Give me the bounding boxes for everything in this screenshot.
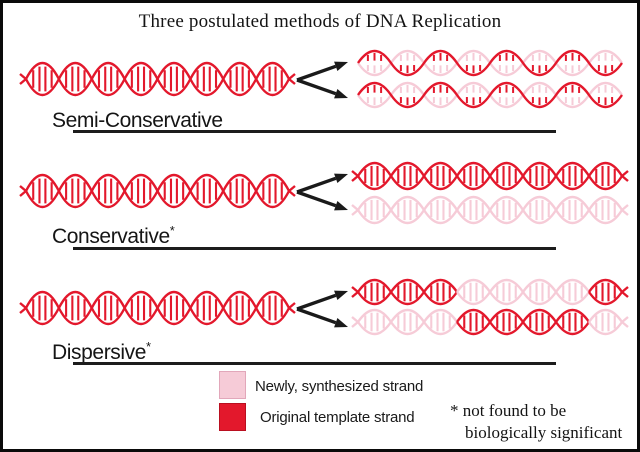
footnote-line1: not found to be [462, 401, 567, 420]
method-underline [73, 362, 556, 365]
footnote-line2: biologically significant [465, 423, 623, 443]
daughter-dna-helix-1 [357, 49, 623, 77]
daughter-dna-helix-2 [357, 81, 623, 109]
daughter-dna-helix-2 [351, 308, 629, 336]
parent-dna-helix [19, 173, 296, 209]
method-label: Semi-Conservative [52, 103, 223, 133]
replication-fork-arrows [296, 61, 348, 99]
method-label: Conservative* [52, 219, 175, 249]
method-label-text: Dispersive [52, 341, 147, 364]
daughter-dna-helix-1 [351, 278, 629, 306]
method-label-text: Conservative [52, 225, 170, 248]
method-underline [73, 130, 556, 133]
method-underline [73, 247, 556, 250]
legend-swatch-new-strand [219, 371, 246, 399]
method-label-text: Semi-Conservative [52, 109, 223, 132]
replication-fork-arrows [296, 173, 348, 211]
parent-dna-helix [19, 290, 296, 326]
parent-dna-helix [19, 61, 296, 97]
legend-label-new-strand: Newly, synthesized strand [255, 378, 424, 395]
replication-fork-arrows [296, 290, 348, 328]
diagram-title: Three postulated methods of DNA Replicat… [138, 11, 502, 32]
legend-label-original-strand: Original template strand [260, 409, 415, 426]
footnote: * not found to be biologically significa… [450, 400, 622, 444]
method-label-marker: * [169, 223, 175, 238]
method-label-marker: * [146, 339, 151, 354]
footnote-marker: * [450, 401, 459, 420]
legend-swatch-original-strand [219, 403, 246, 431]
daughter-dna-helix-1 [351, 161, 629, 191]
daughter-dna-helix-2 [351, 195, 629, 225]
method-label: Dispersive* [52, 335, 151, 365]
